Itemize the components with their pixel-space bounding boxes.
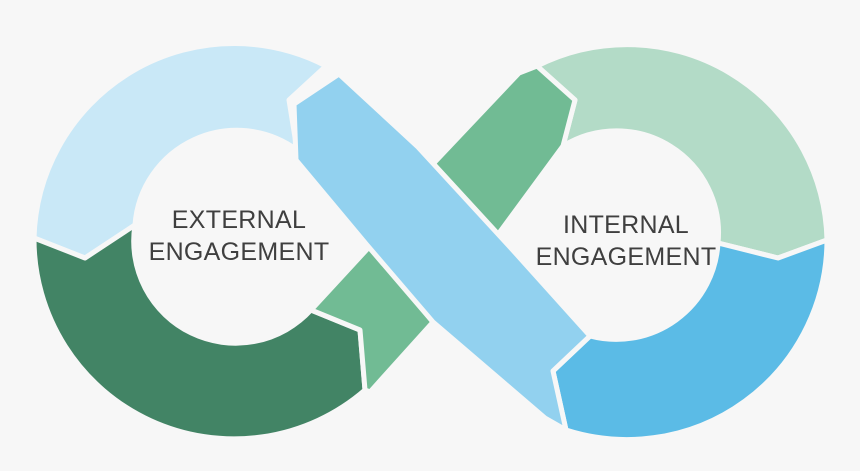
internal-label-line-2: ENGAGEMENT: [535, 243, 717, 271]
left-bottom-arc-segment: [31, 222, 368, 442]
left-top-arc-segment: [31, 41, 329, 261]
internal-engagement-label: INTERNAL ENGAGEMENT: [516, 209, 736, 273]
internal-label-line-1: INTERNAL: [562, 211, 690, 239]
right-bottom-arc-segment: [550, 237, 830, 443]
external-label-line-2: ENGAGEMENT: [148, 238, 330, 266]
right-top-arc-segment: [534, 42, 830, 261]
external-engagement-label: EXTERNAL ENGAGEMENT: [129, 204, 349, 268]
diagonal-crossing-band: [291, 71, 593, 433]
external-label-line-1: EXTERNAL: [171, 206, 307, 234]
